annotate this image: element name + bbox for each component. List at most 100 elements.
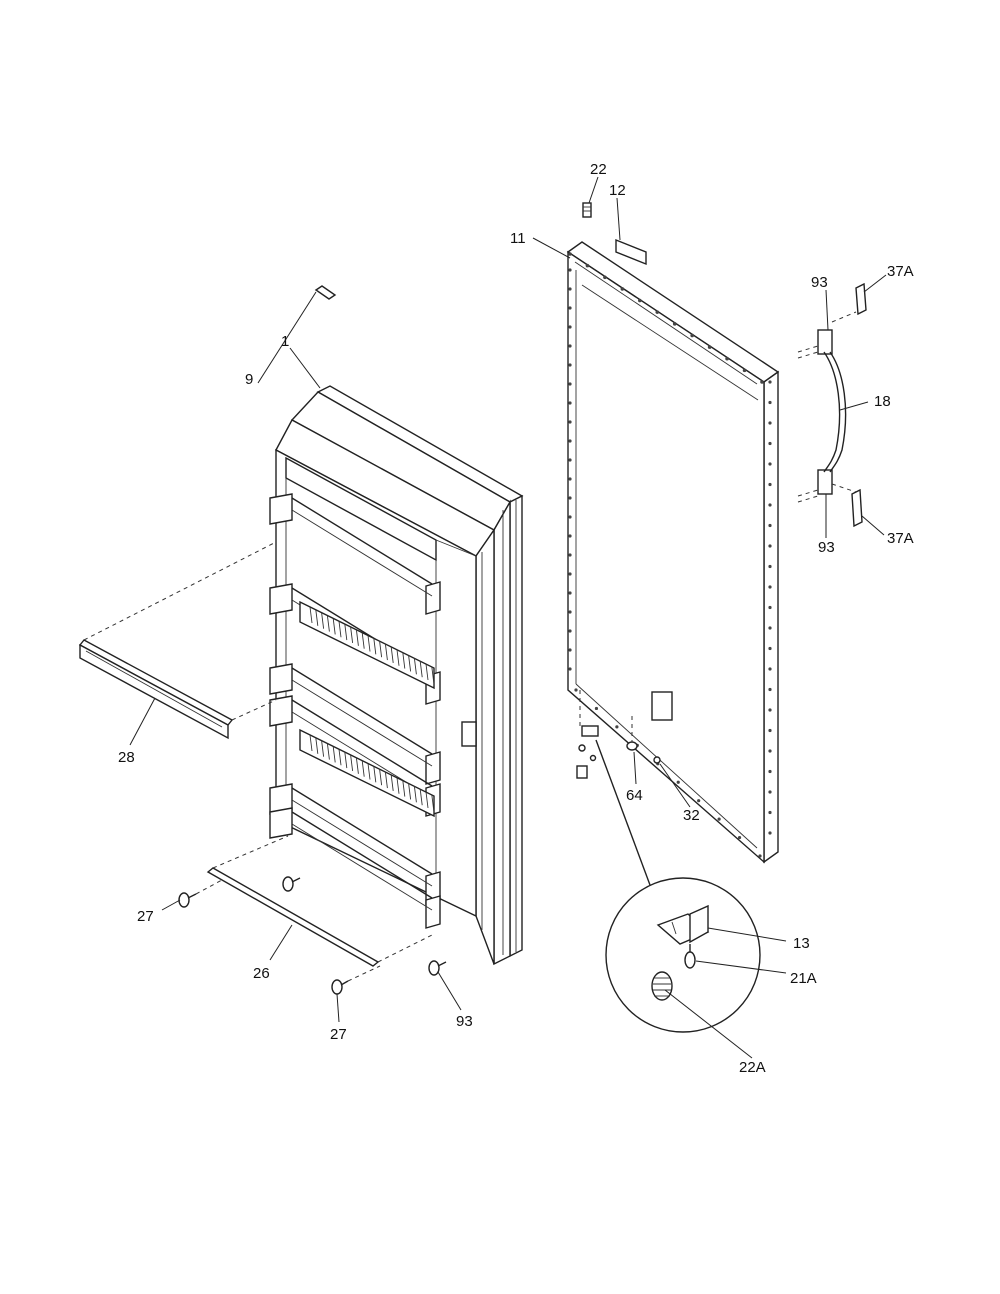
wire-bin-slat — [321, 740, 325, 757]
shelf-rail-28 — [78, 541, 277, 740]
shelf-bar — [291, 787, 433, 875]
wire-bin-slat — [332, 618, 336, 635]
shelf-bar — [291, 667, 433, 755]
panel-fastener-dot — [768, 421, 772, 425]
panel-fastener-dot — [672, 322, 677, 326]
panel-fastener-dot — [615, 725, 619, 729]
panel-fastener-dot — [737, 835, 742, 840]
panel-fastener-dot — [568, 477, 572, 481]
panel-fastener-dot — [568, 325, 572, 329]
callout-28: 28 — [118, 749, 135, 766]
callout-9: 9 — [245, 371, 253, 388]
part-12-tag — [615, 238, 647, 266]
callout-32: 32 — [683, 807, 700, 824]
panel-fastener-dot — [568, 439, 572, 443]
wire-bin-slat — [315, 737, 319, 754]
wire-bin-slat — [402, 780, 406, 797]
wire-bin-slat — [413, 786, 417, 803]
panel-fastener-dot — [768, 728, 772, 733]
shelf-end-cap — [269, 493, 293, 525]
wire-bin-slat — [367, 763, 371, 780]
panel-fastener-dot — [768, 441, 772, 446]
panel-fastener-dot — [655, 310, 660, 314]
panel-fastener-dot — [768, 503, 772, 507]
handle-assembly-18 — [797, 311, 857, 503]
panel-fastener-dot — [707, 345, 712, 349]
callout-1: 1 — [281, 333, 289, 350]
wire-bin-slat — [384, 643, 388, 661]
wire-bin-slat — [332, 746, 336, 763]
panel-fastener-dot — [568, 401, 572, 405]
panel-fastener-dot — [768, 749, 772, 753]
hinge-small-parts — [576, 690, 661, 779]
shelf-bar — [291, 823, 433, 911]
wire-bin-slat — [419, 661, 423, 678]
wire-bin-slat — [373, 766, 377, 783]
panel-fastener-dot — [676, 780, 680, 784]
callout-37a-top: 37A — [887, 263, 914, 280]
panel-fastener-dot — [725, 356, 729, 361]
panel-fastener-dot — [768, 687, 772, 692]
shelf-end-cap — [425, 751, 441, 785]
wire-bin-slat — [344, 624, 348, 641]
panel-fastener-dot — [568, 648, 572, 652]
panel-fastener-dot — [768, 605, 772, 610]
wire-bin-slat — [344, 752, 348, 769]
wire-bin-slat — [367, 635, 371, 652]
callout-37a-mid: 37A — [887, 530, 914, 547]
wire-bin-slat — [419, 789, 423, 806]
leader-lines — [129, 176, 887, 1059]
panel-fastener-dot — [760, 380, 764, 384]
wire-bin-slat — [379, 769, 383, 786]
shelf-bar — [291, 799, 433, 887]
wire-bin-slat — [379, 641, 383, 658]
panel-fastener-dot — [568, 515, 572, 519]
part-9-clip — [314, 285, 337, 300]
wire-bin-slat — [361, 760, 365, 777]
panel-fastener-dot — [568, 306, 572, 310]
wire-bin-slat — [390, 646, 394, 663]
panel-fastener-dot — [768, 810, 772, 815]
callout-labels: 1 9 11 12 22 93 37A 18 93 37A 28 64 32 1… — [118, 161, 914, 1076]
callout-22a: 22A — [739, 1059, 766, 1076]
wire-bin-slat — [361, 632, 365, 649]
callout-26: 26 — [253, 965, 270, 982]
cap-37a-top — [855, 282, 867, 316]
wire-bin-slat — [338, 749, 342, 766]
panel-fastener-dot — [768, 626, 772, 630]
shelf-bar — [291, 509, 433, 597]
panel-fastener-dot — [768, 462, 772, 466]
callout-93-bottom: 93 — [456, 1013, 473, 1030]
screw-27-bottom — [331, 965, 381, 995]
wire-bin-slat — [355, 757, 359, 774]
panel-fastener-dot — [568, 363, 572, 367]
panel-fastener-dot — [768, 790, 772, 794]
panel-fastener-dot — [758, 854, 762, 858]
screw-inner-center — [282, 876, 301, 892]
panel-fastener-dot — [568, 268, 572, 272]
wire-bin-slat — [402, 652, 406, 669]
panel-fastener-dot — [742, 368, 747, 373]
panel-fastener-dot — [717, 817, 721, 821]
panel-fastener-dot — [768, 769, 772, 774]
shelf-bar — [291, 811, 433, 899]
panel-fastener-dot — [568, 591, 572, 595]
shelf-bar — [291, 699, 433, 787]
panel-fastener-dot — [768, 400, 772, 405]
wire-bin-slat — [413, 658, 417, 675]
cap-37a-mid — [851, 488, 863, 528]
panel-fastener-dot — [568, 496, 572, 500]
panel-fastener-dot — [594, 706, 599, 711]
panel-fastener-dot — [574, 688, 578, 692]
outer-door-panel — [566, 238, 780, 864]
panel-fastener-dot — [620, 287, 625, 291]
wire-bin-slat — [431, 666, 435, 683]
panel-fastener-dot — [768, 482, 772, 487]
panel-fastener-dot — [568, 287, 572, 291]
panel-fastener-dot — [697, 799, 701, 803]
shelf-end-cap — [425, 895, 441, 929]
wire-bin-slat — [355, 629, 359, 646]
screw-93-bottom — [428, 960, 447, 976]
